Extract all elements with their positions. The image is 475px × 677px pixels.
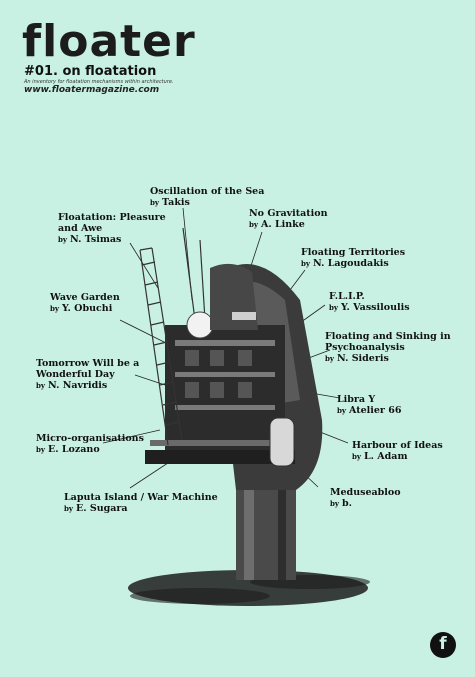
issue-title: #01. on floatation [24,64,157,79]
article-label: Wave Garden by Y. Obuchi [50,292,120,314]
f-logo-icon: f [430,632,456,658]
article-label: Floating Territories by N. Lagoudakis [301,247,406,269]
article-label: Micro-organisations by E. Lozano [36,433,144,455]
article-label: Harbour of Ideas by L. Adam [352,440,443,462]
article-label: Floating and Sinking in Psychoanalysis b… [325,331,451,364]
article-label: Oscillation of the Sea by Takis [150,186,265,208]
website-url: www.floatermagazine.com [24,85,160,95]
article-label: Meduseabloo by b. [330,487,401,509]
article-label: F.L.I.P. by Y. Vassiloulis [329,291,410,313]
article-label: Libra Y by Atelier 66 [337,394,402,416]
article-label: Laputa Island / War Machine by E. Sugara [64,492,218,514]
tagline: An inventory for floatation mechanisms w… [24,79,174,85]
article-label: Floatation: Pleasure and Awe by N. Tsima… [58,212,166,245]
magazine-logo: floater [22,16,196,67]
article-label: Tomorrow Will be a Wonderful Day by N. N… [36,358,140,391]
article-label: No Gravitation by A. Linke [249,208,328,230]
